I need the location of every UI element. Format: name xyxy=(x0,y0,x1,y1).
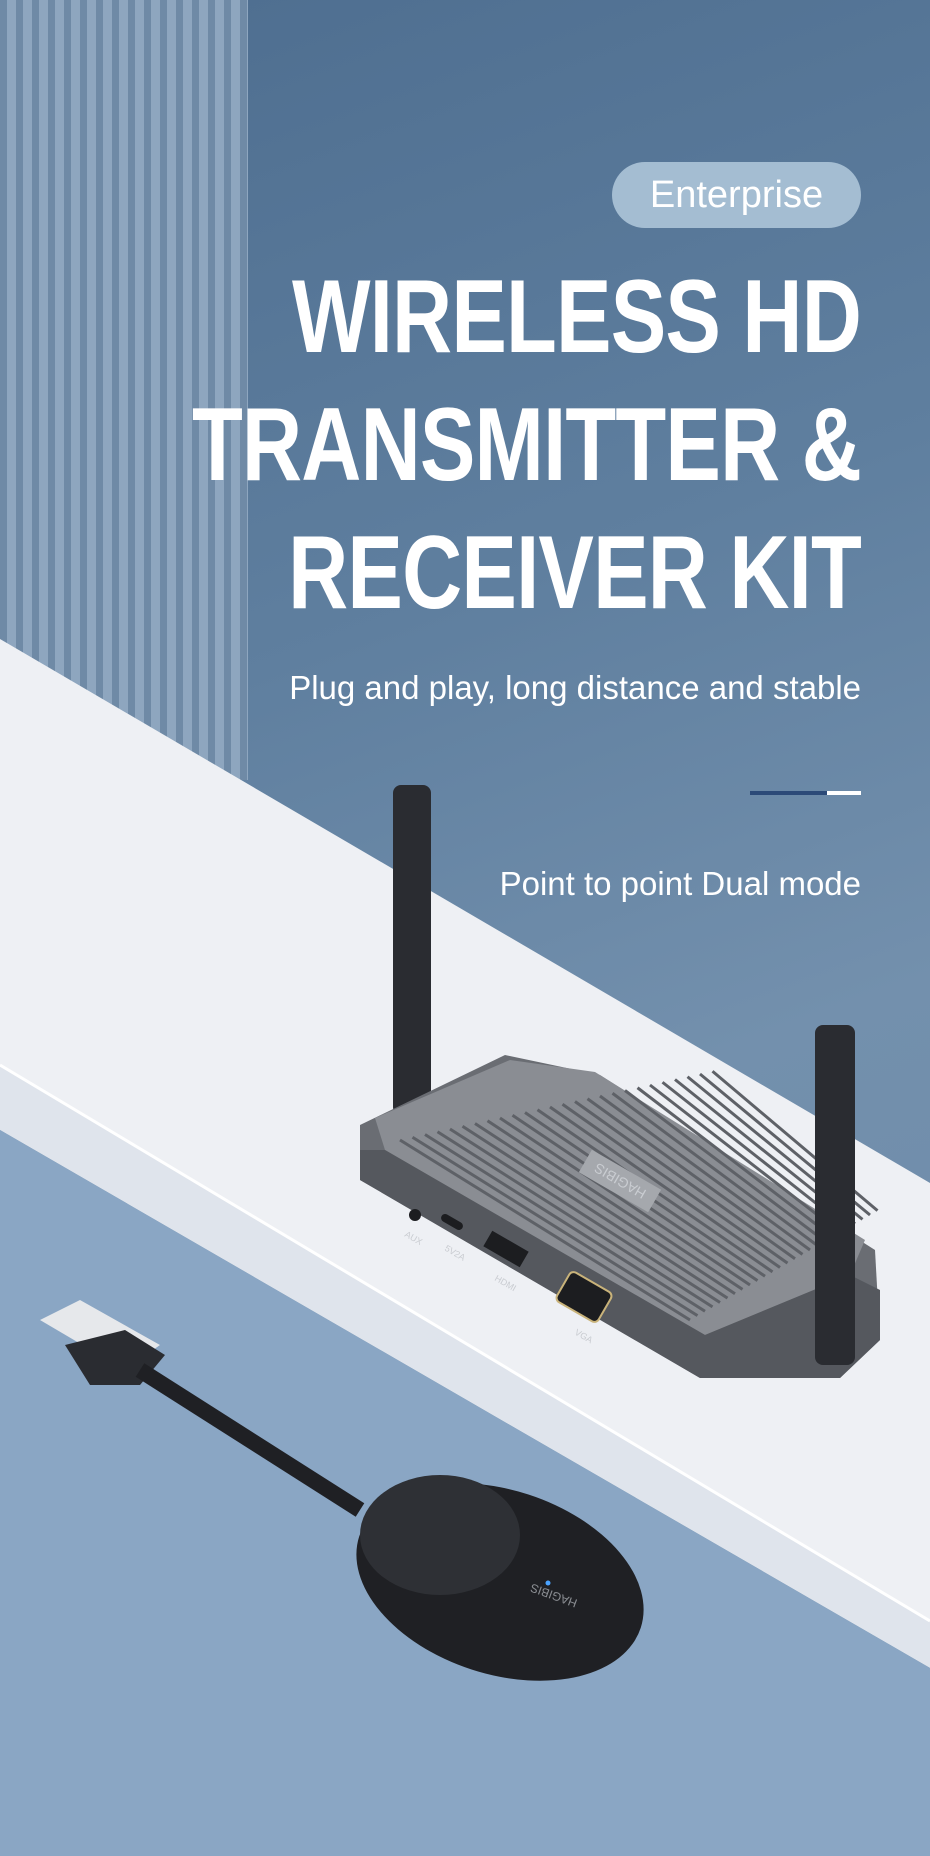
heat-fin xyxy=(436,1130,714,1309)
status-led xyxy=(545,1580,551,1586)
divider-dark-segment xyxy=(750,791,827,795)
page-title: WIRELESS HD TRANSMITTER & RECEIVER KIT xyxy=(0,259,862,631)
vga-port xyxy=(555,1271,613,1323)
divider xyxy=(750,791,861,795)
flute xyxy=(144,0,151,780)
right-antenna xyxy=(815,1025,855,1365)
flute xyxy=(240,0,247,780)
heat-fin xyxy=(561,1103,789,1265)
heat-fin xyxy=(624,1089,826,1243)
flute xyxy=(80,0,87,780)
flute xyxy=(96,0,103,780)
aux-port xyxy=(409,1209,421,1221)
flute xyxy=(160,0,167,780)
flute xyxy=(224,0,231,780)
flute xyxy=(64,0,71,780)
title-line-2: TRANSMITTER & xyxy=(191,387,862,503)
heat-fin xyxy=(611,1092,819,1247)
heat-fin xyxy=(586,1097,804,1256)
flute xyxy=(192,0,199,780)
flute xyxy=(16,0,23,780)
heat-fin xyxy=(461,1124,729,1300)
table-edge xyxy=(0,1065,930,1668)
heat-fin xyxy=(399,1138,691,1322)
feature-text: Point to point Dual mode xyxy=(499,865,861,902)
receiver-dongle: HAGIBIS xyxy=(40,1300,644,1681)
title-line-3: RECEIVER KIT xyxy=(288,515,862,631)
heat-fin xyxy=(599,1094,811,1252)
heat-fin xyxy=(424,1133,706,1313)
flute xyxy=(176,0,183,780)
flute xyxy=(32,0,39,780)
flute xyxy=(0,0,7,780)
flute xyxy=(112,0,119,780)
flat-cable xyxy=(135,1363,365,1517)
usb-c-port xyxy=(441,1214,463,1230)
tagline: Plug and play, long distance and stable xyxy=(289,669,861,706)
left-antenna xyxy=(393,785,431,1115)
heat-fin xyxy=(411,1135,699,1317)
title-line-1: WIRELESS HD xyxy=(291,259,862,375)
heat-fin xyxy=(499,1116,751,1287)
fluted-wall xyxy=(0,0,248,780)
flute xyxy=(208,0,215,780)
enterprise-badge: Enterprise xyxy=(612,162,861,228)
heat-fin xyxy=(574,1100,796,1260)
flute xyxy=(48,0,55,780)
divider-light-segment xyxy=(827,791,861,795)
heat-fin xyxy=(549,1105,781,1269)
heat-fin xyxy=(486,1119,744,1291)
flute xyxy=(128,0,135,780)
hdmi-port xyxy=(483,1230,529,1268)
heat-fin xyxy=(649,1083,841,1234)
heat-fin xyxy=(449,1127,721,1304)
enterprise-badge-label: Enterprise xyxy=(649,174,824,216)
transmitter-router: HAGIBIS AUX 5V2A HDMI VGA xyxy=(360,785,880,1378)
table-edge-highlight xyxy=(0,1063,930,1623)
heat-fin xyxy=(636,1086,834,1239)
dongle-button xyxy=(360,1475,520,1595)
heat-fin xyxy=(474,1122,736,1296)
